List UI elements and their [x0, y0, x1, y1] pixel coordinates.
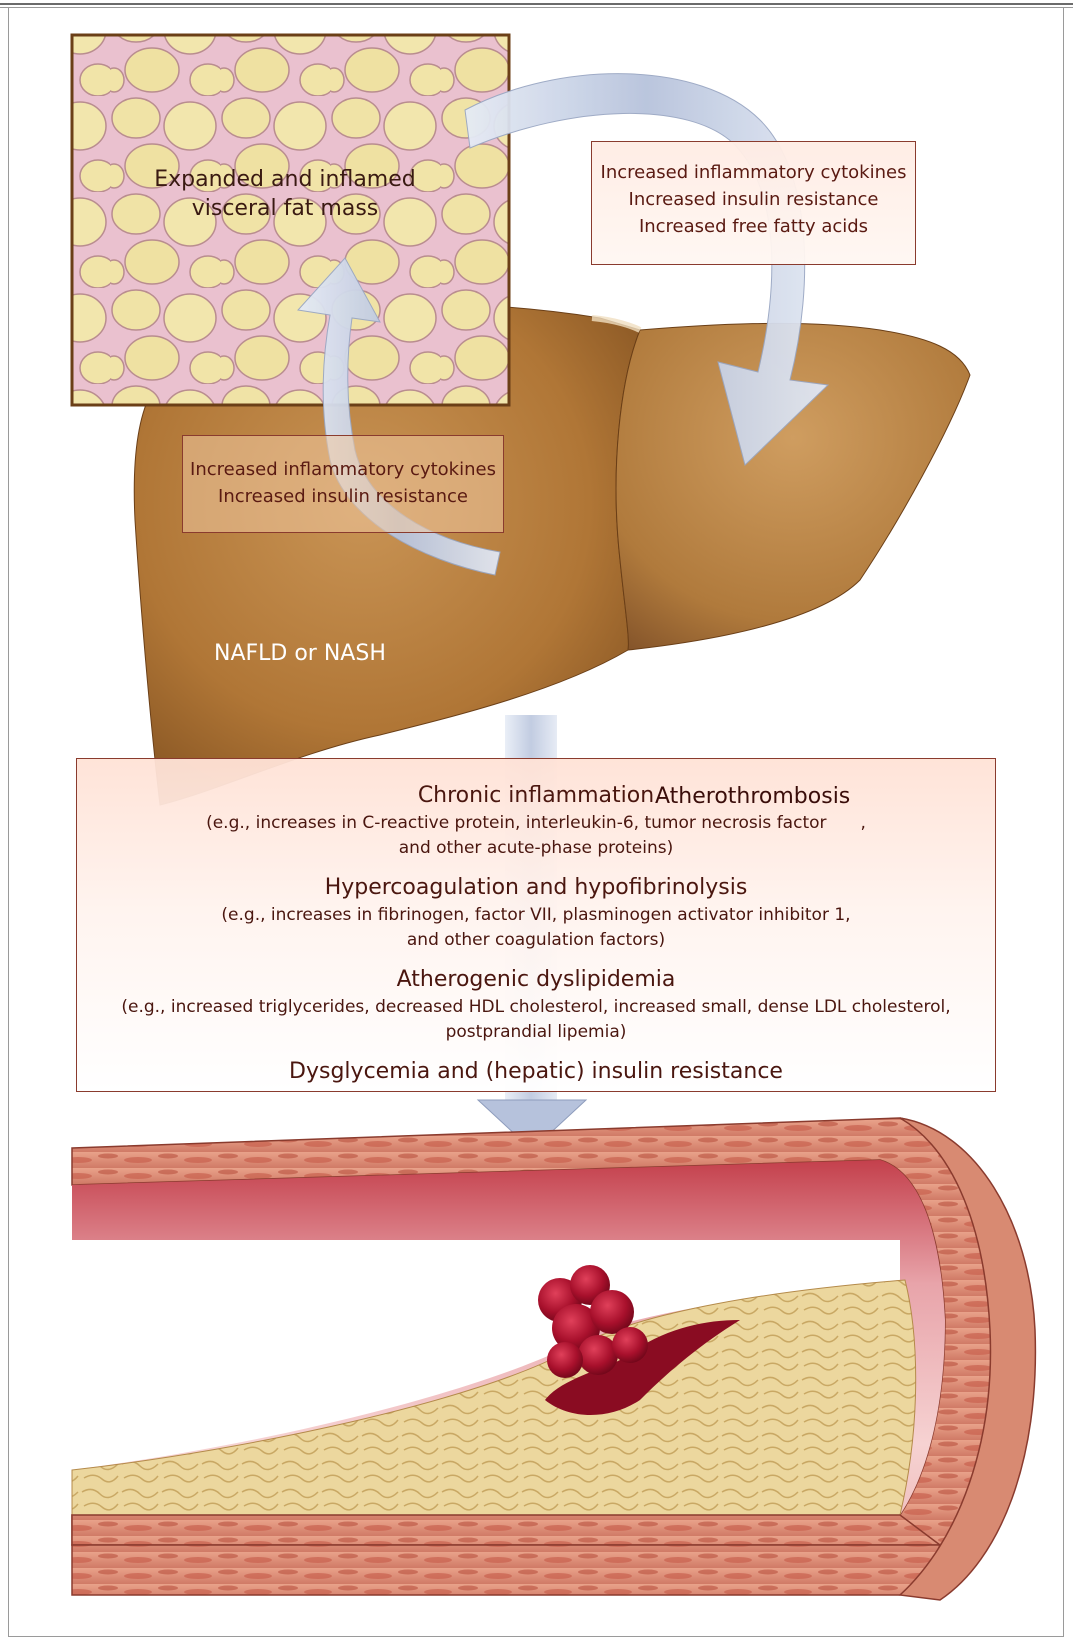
- liver-to-fat-effects-box: Increased inflammatory cytokines Increas…: [182, 435, 504, 533]
- fat-mass-label: Expanded and inflamed visceral fat mass: [145, 165, 425, 223]
- section-detail: and other acute-phase proteins): [77, 836, 995, 861]
- systemic-effects-box: Chronic inflammation (e.g., increases in…: [76, 758, 996, 1092]
- section-heading: Atherogenic dyslipidemia: [77, 965, 995, 995]
- section-detail: (e.g., increases in fibrinogen, factor V…: [77, 903, 995, 928]
- section-heading: Hypercoagulation and hypofibrinolysis: [77, 873, 995, 903]
- effect-line: Increased insulin resistance: [592, 186, 915, 213]
- section-heading: Chronic inflammation: [77, 781, 995, 811]
- effect-line: Increased insulin resistance: [183, 483, 503, 510]
- fat-to-liver-effects-box: Increased inflammatory cytokines Increas…: [591, 141, 916, 265]
- section-detail: (e.g., increased triglycerides, decrease…: [77, 995, 995, 1020]
- effect-line: Increased inflammatory cytokines: [592, 159, 915, 186]
- fat-mass-label-line2: visceral fat mass: [145, 194, 425, 223]
- section-detail: (e.g., increases in C-reactive protein, …: [77, 811, 995, 836]
- artery-illustration: [72, 1118, 1035, 1600]
- section-detail: postprandial lipemia): [77, 1020, 995, 1045]
- liver-label: NAFLD or NASH: [214, 640, 414, 667]
- section-detail: and other coagulation factors): [77, 928, 995, 953]
- effect-line: Increased inflammatory cytokines: [183, 456, 503, 483]
- fat-mass-label-line1: Expanded and inflamed: [145, 165, 425, 194]
- effect-line: Increased free fatty acids: [592, 213, 915, 240]
- section-heading: Dysglycemia and (hepatic) insulin resist…: [77, 1057, 995, 1087]
- atherothrombosis-label: Atherothrombosis: [655, 783, 855, 810]
